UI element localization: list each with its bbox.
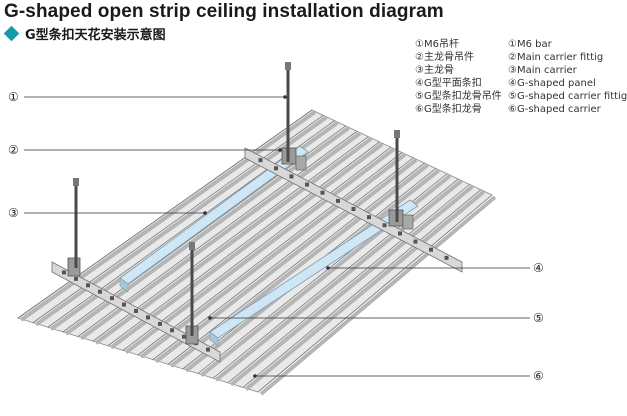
strip-edge xyxy=(137,152,403,356)
strip-edge xyxy=(92,136,369,342)
carrier-slot xyxy=(398,231,402,236)
callout-3: ③ xyxy=(8,206,19,220)
legend-en-item: ②Main carrier fittig xyxy=(508,52,604,63)
carrier-slot xyxy=(274,166,278,171)
carrier-slots xyxy=(62,158,449,352)
carrier-slot xyxy=(206,347,210,352)
legend-en-item: ⑥G-shaped carrier xyxy=(508,104,601,115)
g-carrier-fitting xyxy=(67,257,81,277)
g-carrier-fitting xyxy=(295,155,307,171)
carrier-slot xyxy=(429,247,433,252)
m6-rods xyxy=(73,62,400,336)
rod-nut xyxy=(285,62,291,70)
carrier-slot xyxy=(146,315,150,320)
strip-shadow xyxy=(94,136,373,345)
legend-cn-item: ⑤G型条扣龙骨吊件 xyxy=(415,91,502,102)
carrier-slot xyxy=(182,334,186,339)
main-carriers xyxy=(119,145,419,347)
strip-shadow xyxy=(139,152,407,359)
carrier-slot xyxy=(336,198,340,203)
legend-cn-item: ②主龙骨吊件 xyxy=(415,52,474,63)
strip-edge xyxy=(212,178,459,379)
carrier-slot xyxy=(62,270,66,275)
carrier-slot xyxy=(170,328,174,333)
subtitle: G型条扣天花安装示意图 xyxy=(3,24,166,43)
carrier-slot xyxy=(110,296,114,301)
strip-shadow xyxy=(229,184,474,387)
callout-1: ① xyxy=(8,90,19,104)
strip-shadow xyxy=(244,190,486,391)
subtitle-text: G型条扣天花安装示意图 xyxy=(25,28,166,43)
carrier-slot xyxy=(98,289,102,294)
strip-shadow xyxy=(259,195,497,396)
strip-edge xyxy=(17,109,313,319)
carrier-slot xyxy=(444,255,449,260)
legend-cn-item: ①M6吊杆 xyxy=(415,39,459,50)
rod-nut xyxy=(189,242,195,250)
legend-cn-item: ⑥G型条扣龙骨 xyxy=(415,104,482,115)
carrier-slot xyxy=(351,207,356,211)
g-carrier-fitting xyxy=(402,214,414,230)
installation-diagram: ① ② ③ ④ ⑤ ⑥ xyxy=(8,62,544,396)
callout-numbers: ① ② ③ ④ ⑤ ⑥ xyxy=(8,90,544,383)
strip-edge xyxy=(122,146,391,351)
carrier-slot xyxy=(289,174,294,179)
callout-2: ② xyxy=(8,143,19,157)
carrier-slot xyxy=(86,283,90,288)
rod-nut xyxy=(73,178,79,186)
strip-shadow xyxy=(154,158,418,364)
carrier-slot xyxy=(413,239,418,244)
legend-cn-item: ④G型平面条扣 xyxy=(415,78,482,89)
legend-cn-item: ③主龙骨 xyxy=(415,65,454,76)
carrier-slot xyxy=(320,190,325,195)
strip-shadow xyxy=(214,179,463,382)
carrier-slot xyxy=(134,309,138,313)
legend-en-item: ⑤G-shaped carrier fittig xyxy=(508,91,627,102)
carrier-slot xyxy=(122,302,126,307)
carrier-slot xyxy=(305,182,309,187)
callout-5: ⑤ xyxy=(533,311,544,325)
leader-lines xyxy=(24,96,530,377)
legend-english: ①M6 bar ②Main carrier fittig ③Main carri… xyxy=(508,38,627,116)
callout-6: ⑥ xyxy=(533,369,544,383)
legend-en-item: ③Main carrier xyxy=(508,65,577,76)
legend-chinese: ①M6吊杆 ②主龙骨吊件 ③主龙骨 ④G型平面条扣 ⑤G型条扣龙骨吊件 ⑥G型条… xyxy=(415,38,502,116)
strip-shadow xyxy=(34,115,328,327)
carrier-slot xyxy=(258,158,263,163)
strip-edge xyxy=(107,141,380,347)
carrier-slot xyxy=(367,215,371,220)
callout-4: ④ xyxy=(533,261,544,275)
carrier-slot xyxy=(382,223,387,228)
leader-dots xyxy=(203,95,330,378)
page-title: G-shaped open strip ceiling installation… xyxy=(4,1,444,22)
strip-edge xyxy=(227,184,470,384)
strip-shadow xyxy=(109,142,384,350)
strip-edge xyxy=(242,189,482,388)
strip-shadow xyxy=(19,110,317,322)
rod-nut xyxy=(394,130,400,138)
legend-en-item: ①M6 bar xyxy=(508,39,552,50)
legend-en-item: ④G-shaped panel xyxy=(508,78,596,89)
main-carrier-end xyxy=(119,277,129,293)
carrier-slot xyxy=(74,276,78,281)
strip-shadow xyxy=(124,147,395,354)
main-carrier-end xyxy=(209,331,219,347)
strip-edge xyxy=(167,162,425,365)
carrier-slot xyxy=(158,321,162,326)
strip-edge xyxy=(257,194,493,393)
